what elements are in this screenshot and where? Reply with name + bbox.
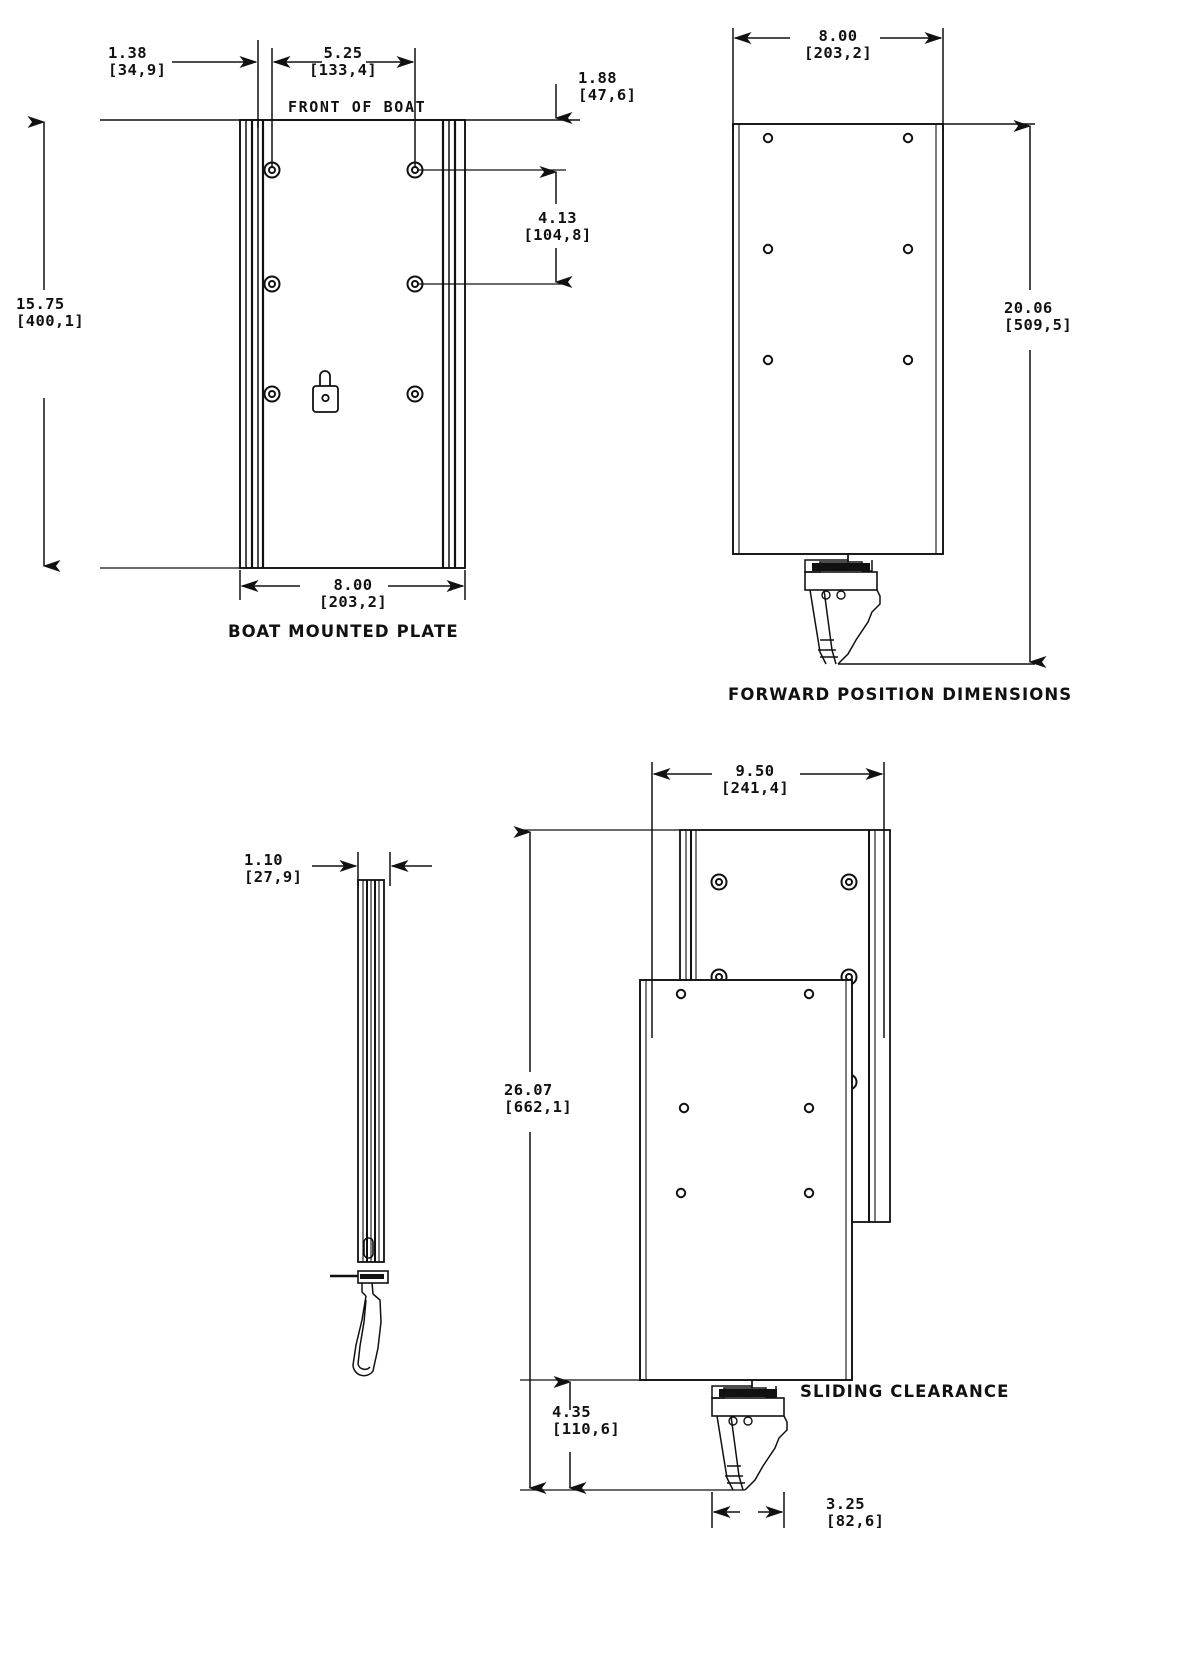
view-title-forward-position: FORWARD POSITION DIMENSIONS xyxy=(728,685,1073,704)
mounting-holes xyxy=(762,132,914,366)
dim-1-10 xyxy=(312,852,432,886)
view-side-profile xyxy=(312,852,432,1377)
dim-label-8-00-forward: 8.00 [203,2] xyxy=(803,27,873,62)
dim-label-26-07: 26.07 [662,1] xyxy=(504,1081,573,1116)
dim-label-4-13: 4.13 [104,8] xyxy=(523,209,592,244)
transducer-bracket-side xyxy=(330,1270,389,1377)
transducer-bracket-clearance xyxy=(520,1380,788,1491)
dim-label-8-00-plate: 8.00 [203,2] xyxy=(318,576,388,611)
dim-4-13 xyxy=(417,166,573,288)
view-forward-position xyxy=(732,28,1047,668)
dim-label-4-35: 4.35 [110,6] xyxy=(552,1403,621,1438)
dim-label-3-25: 3.25 [82,6] xyxy=(826,1495,885,1530)
dim-5-25 xyxy=(271,48,416,168)
dim-label-1-88: 1.88 [47,6] xyxy=(578,69,637,104)
dim-label-20-06: 20.06 [509,5] xyxy=(1004,299,1073,334)
dim-3-25 xyxy=(711,1492,785,1528)
view-title-boat-mounted-plate: BOAT MOUNTED PLATE xyxy=(228,622,459,641)
front-of-boat-note: FRONT OF BOAT xyxy=(288,98,427,116)
dim-label-1-10: 1.10 [27,9] xyxy=(244,851,303,886)
sliding-plate-holes xyxy=(675,988,815,1199)
view-boat-mounted-plate xyxy=(27,40,580,600)
dim-label-9-50: 9.50 [241,4] xyxy=(720,762,790,797)
latch-detail xyxy=(312,370,339,413)
view-sliding-clearance xyxy=(513,762,891,1528)
dim-9-50 xyxy=(651,762,885,1038)
dim-1-38 xyxy=(172,40,259,128)
dim-8-00-forward xyxy=(732,28,944,130)
dim-label-5-25: 5.25 [133,4] xyxy=(308,44,378,79)
mounting-holes xyxy=(263,161,424,403)
dim-8-00-plate xyxy=(239,570,466,600)
transducer-bracket xyxy=(804,554,1035,665)
view-title-sliding-clearance: SLIDING CLEARANCE xyxy=(800,1382,1010,1401)
dim-label-1-38: 1.38 [34,9] xyxy=(108,44,167,79)
dim-label-15-75: 15.75 [400,1] xyxy=(16,295,85,330)
dim-4-35 xyxy=(520,1376,712,1494)
